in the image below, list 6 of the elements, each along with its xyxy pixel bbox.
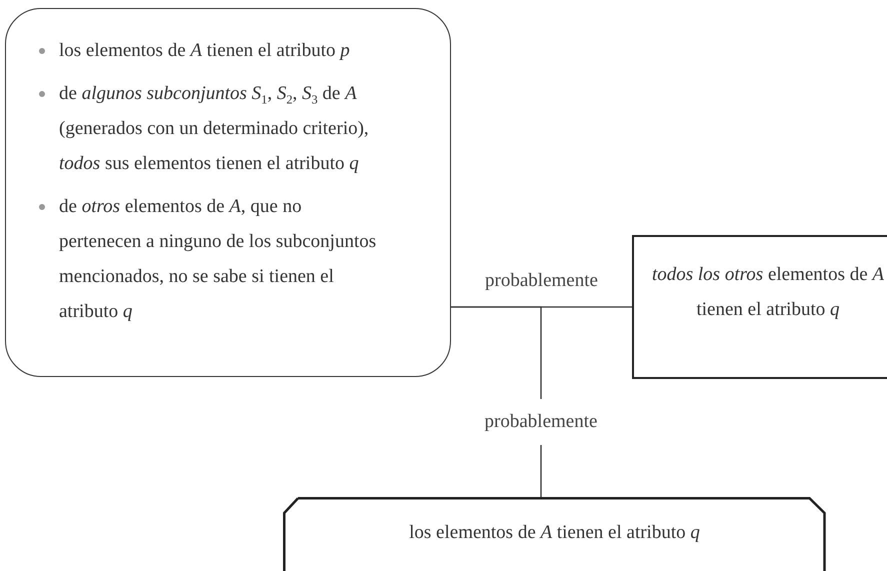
list-item-text: los elementos de A tienen el atributo p xyxy=(59,39,351,63)
node-text: los elementos de A tienen el atributo q xyxy=(408,521,701,545)
rounded-box xyxy=(5,8,451,377)
node-text: todos los otros elementos de A tienen el atributo q xyxy=(650,263,886,322)
conclusion-box xyxy=(632,235,887,379)
list-item-text: de otros elementos de A, que no pertenecen a ninguno de los subconjuntos mencionados, no se sabe si tienen el atributo q xyxy=(59,195,378,324)
